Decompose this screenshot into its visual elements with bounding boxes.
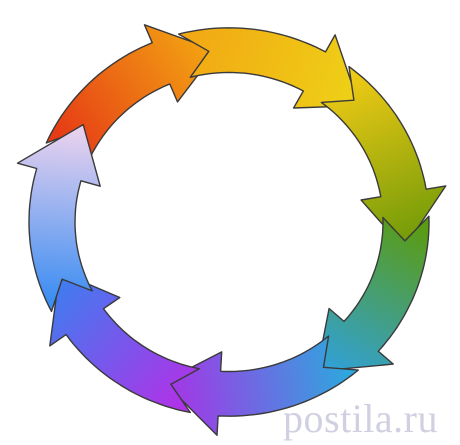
cycle-arrow-4 <box>316 215 430 372</box>
cycle-arrow-7 <box>16 123 101 313</box>
cycle-arrows <box>16 24 447 436</box>
cycle-arrow-2 <box>178 27 360 109</box>
